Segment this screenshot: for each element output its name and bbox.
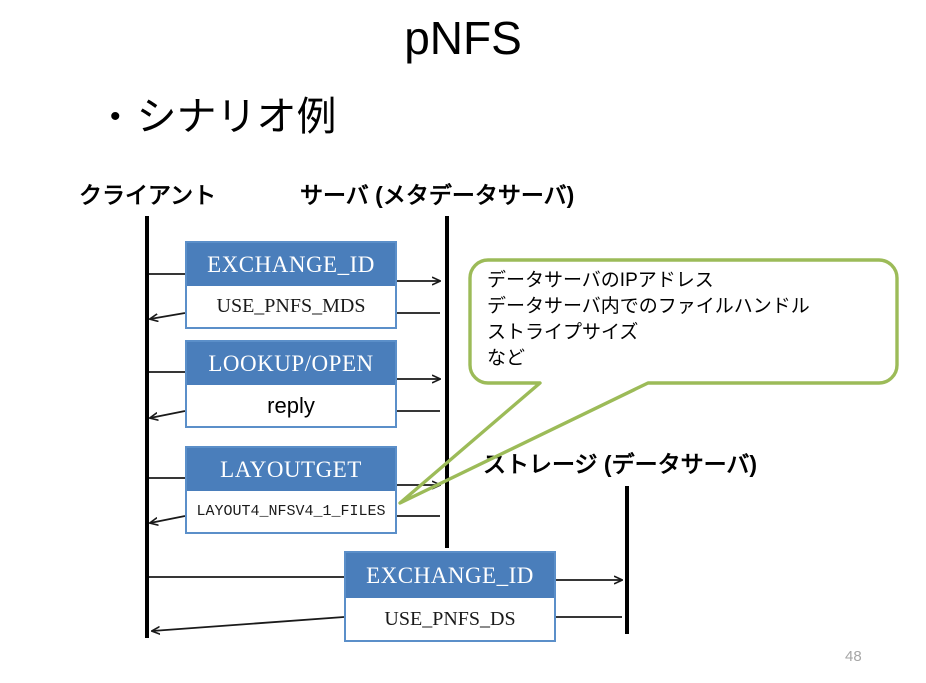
message-response-label: USE_PNFS_DS	[346, 598, 554, 640]
message-box-layoutget[interactable]: LAYOUTGET LAYOUT4_NFSV4_1_FILES	[185, 446, 397, 534]
message-response-label: LAYOUT4_NFSV4_1_FILES	[187, 491, 395, 532]
message-response-label: reply	[187, 385, 395, 426]
actor-label-client: クライアント	[79, 182, 217, 208]
message-box-exchange-id-mds[interactable]: EXCHANGE_ID USE_PNFS_MDS	[185, 241, 397, 329]
message-request-label: EXCHANGE_ID	[187, 243, 395, 286]
message-box-exchange-id-ds[interactable]: EXCHANGE_ID USE_PNFS_DS	[344, 551, 556, 642]
page-number: 48	[845, 648, 862, 665]
bullet-label: シナリオ例	[136, 95, 337, 139]
bullet-marker-icon: •	[110, 100, 121, 133]
page-title: pNFS	[404, 12, 522, 64]
lifeline-client	[145, 216, 149, 638]
bullet-item: • シナリオ例	[110, 92, 337, 142]
message-response-label: USE_PNFS_MDS	[187, 286, 395, 327]
message-request-label: EXCHANGE_ID	[346, 553, 554, 598]
message-request-label: LOOKUP/OPEN	[187, 342, 395, 385]
message-request-label: LAYOUTGET	[187, 448, 395, 491]
actor-label-server: サーバ (メタデータサーバ)	[300, 182, 575, 208]
callout-text: データサーバのIPアドレス データサーバ内でのファイルハンドル ストライプサイズ…	[487, 270, 810, 369]
message-box-lookup-open[interactable]: LOOKUP/OPEN reply	[185, 340, 397, 428]
lifeline-storage	[625, 486, 629, 634]
actor-label-storage: ストレージ (データサーバ)	[483, 451, 758, 477]
lifeline-server	[445, 216, 449, 548]
